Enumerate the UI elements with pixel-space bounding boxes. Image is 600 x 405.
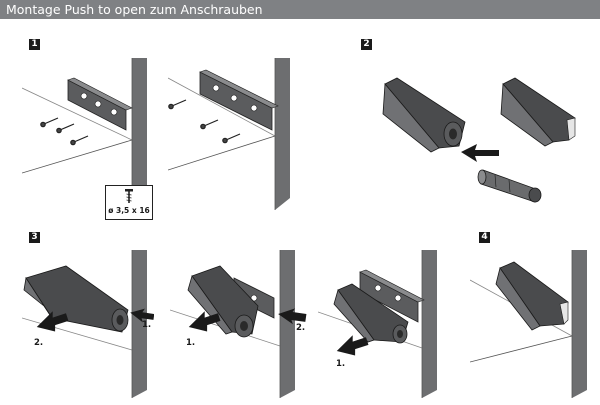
screw-icon (40, 117, 89, 146)
arrow-label: 1. (336, 359, 345, 369)
push-latch-housing (500, 77, 576, 147)
step-number-2: 2 (361, 39, 372, 50)
arrow-icon (461, 144, 499, 162)
screw-icon (168, 99, 241, 144)
arrow-icon (36, 308, 154, 332)
push-latch-housing (23, 265, 129, 333)
plunger-cartridge (477, 169, 542, 203)
arrow-label: 2. (34, 338, 43, 348)
push-latch-housing (495, 261, 569, 331)
push-latch-housing (187, 265, 259, 338)
step-number-3: 3 (29, 232, 40, 243)
cabinet-corner (22, 250, 147, 398)
arrow-label: 1. (186, 338, 195, 348)
cabinet-corner (22, 58, 147, 218)
mounting-plate (199, 69, 279, 131)
mounting-plate (67, 77, 133, 131)
screw-spec-box: ø 3,5 x 16 (105, 185, 153, 220)
screw-spec-label: ø 3,5 x 16 (108, 206, 150, 215)
step1-panel-b (168, 58, 290, 210)
page-title: Montage Push to open zum Anschrauben (0, 0, 600, 19)
arrow-icon (188, 308, 307, 332)
step4-panel (470, 250, 587, 398)
arrow-label: 2. (296, 323, 305, 333)
screw-icon (125, 189, 133, 203)
mounting-plate (359, 269, 425, 323)
arrow-label: 1. (142, 320, 151, 330)
step3-panel-a: 1. 2. (22, 250, 154, 398)
push-latch-housing (333, 283, 409, 344)
step3-panel-c: 1. (318, 250, 437, 398)
cabinet-corner (168, 58, 290, 210)
step3-panel-b: 2. 1. (170, 250, 307, 398)
step1-panel-a (22, 58, 147, 218)
push-latch-housing (382, 77, 466, 153)
arrow-icon (336, 335, 369, 356)
step-number-1: 1 (29, 39, 40, 50)
step2-panel (382, 77, 576, 203)
step-number-4: 4 (479, 232, 490, 243)
